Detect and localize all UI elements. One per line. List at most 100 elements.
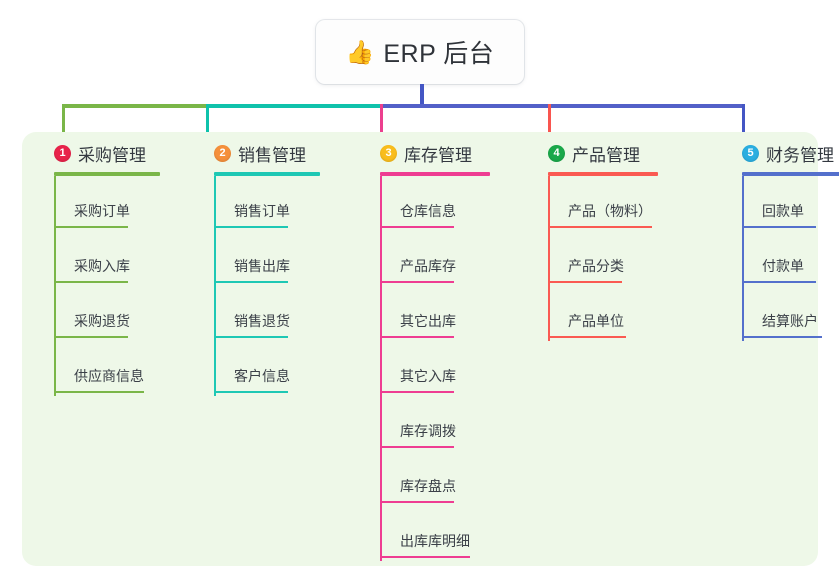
branch-items: 回款单付款单结算账户 [728, 176, 839, 341]
connector-bar-segment-blue [380, 104, 744, 108]
branch-item-label: 付款单 [762, 258, 804, 274]
branch-item-label: 产品单位 [568, 313, 624, 329]
branch-item-label: 结算账户 [762, 313, 818, 329]
branch-number-badge: 3 [380, 144, 397, 162]
branch-spine [548, 176, 550, 341]
branch-spine [742, 176, 744, 341]
branch-item-label: 销售出库 [234, 258, 290, 274]
branch-item[interactable]: 产品单位 [534, 286, 714, 341]
branch-column-5: 5 财务管理回款单付款单结算账户 [728, 140, 839, 341]
root-node-title: ERP 后台 [383, 40, 495, 68]
branch-spine [54, 176, 56, 396]
branch-item-rule [214, 391, 288, 393]
branch-item-rule [548, 281, 622, 283]
branch-drop-connector-1 [62, 104, 65, 146]
branch-item-label: 产品分类 [568, 258, 624, 274]
branch-header-rule [380, 172, 490, 176]
branch-item-label: 其它入库 [400, 368, 456, 384]
branch-item[interactable]: 产品（物料） [534, 176, 714, 231]
branch-spine [380, 176, 382, 561]
branch-item[interactable]: 库存盘点 [366, 451, 536, 506]
branch-item[interactable]: 供应商信息 [40, 341, 200, 396]
root-node[interactable]: 👍 ERP 后台 [316, 20, 524, 84]
branch-items: 产品（物料） 产品分类产品单位 [534, 176, 714, 341]
branch-item-rule [54, 336, 128, 338]
branch-spine [214, 176, 216, 396]
branches-panel [22, 132, 818, 566]
branch-item-label: 采购入库 [74, 258, 130, 274]
branch-header-rule [214, 172, 320, 176]
branch-item-rule [214, 336, 288, 338]
branch-title: 财务管理 [766, 145, 834, 165]
branch-item-label: 产品库存 [400, 258, 456, 274]
branch-drop-connector-2 [206, 104, 209, 146]
branch-item[interactable]: 仓库信息 [366, 176, 536, 231]
branch-item-rule [548, 226, 652, 228]
branch-items: 仓库信息产品库存其它出库其它入库库存调拨库存盘点出库库明细 [366, 176, 536, 561]
branch-item[interactable]: 产品分类 [534, 231, 714, 286]
branch-item[interactable]: 采购退货 [40, 286, 200, 341]
branch-item-label: 回款单 [762, 203, 804, 219]
branch-header-rule [548, 172, 658, 176]
branch-number-badge: 4 [548, 144, 565, 162]
connector-bar-segment-green [62, 104, 208, 108]
branch-column-4: 4 产品管理产品（物料） 产品分类产品单位 [534, 140, 714, 341]
root-node-content: 👍 ERP 后台 [346, 34, 495, 70]
branch-item-label: 产品（物料） [568, 203, 652, 219]
branch-item-label: 其它出库 [400, 313, 456, 329]
branch-drop-connector-5 [742, 104, 745, 146]
branch-item[interactable]: 回款单 [728, 176, 839, 231]
branch-item-label: 销售订单 [234, 203, 290, 219]
branch-item[interactable]: 出库库明细 [366, 506, 536, 561]
branch-number-badge: 5 [742, 144, 759, 162]
branch-title: 产品管理 [572, 145, 640, 165]
branch-header-5[interactable]: 5 财务管理 [728, 140, 839, 166]
branch-title: 库存管理 [404, 145, 472, 165]
branch-header-rule [54, 172, 160, 176]
branch-header-4[interactable]: 4 产品管理 [534, 140, 714, 166]
branch-item[interactable]: 采购订单 [40, 176, 200, 231]
branch-item[interactable]: 客户信息 [200, 341, 365, 396]
branch-item[interactable]: 产品库存 [366, 231, 536, 286]
branch-item[interactable]: 结算账户 [728, 286, 839, 341]
branch-drop-connector-4 [548, 104, 551, 146]
branch-item[interactable]: 库存调拨 [366, 396, 536, 451]
branch-item-label: 库存调拨 [400, 423, 456, 439]
connector-bar-segment-teal [206, 104, 382, 108]
branch-item[interactable]: 销售退货 [200, 286, 365, 341]
branch-item-rule [54, 281, 128, 283]
branch-drop-connector-3 [380, 104, 383, 146]
branch-item[interactable]: 其它出库 [366, 286, 536, 341]
branch-item[interactable]: 采购入库 [40, 231, 200, 286]
branch-column-3: 3 库存管理仓库信息产品库存其它出库其它入库库存调拨库存盘点出库库明细 [366, 140, 536, 561]
branch-item-rule [742, 336, 822, 338]
branch-item-rule [548, 336, 626, 338]
branch-item[interactable]: 销售出库 [200, 231, 365, 286]
branch-header-3[interactable]: 3 库存管理 [366, 140, 536, 166]
branch-item-label: 销售退货 [234, 313, 290, 329]
branch-item[interactable]: 销售订单 [200, 176, 365, 231]
branch-item-rule [380, 556, 470, 558]
root-stem-connector [420, 84, 424, 107]
branch-number-badge: 2 [214, 144, 231, 162]
branch-item-label: 客户信息 [234, 368, 290, 384]
branch-item[interactable]: 其它入库 [366, 341, 536, 396]
branch-item-label: 供应商信息 [74, 368, 144, 384]
branch-item-rule [214, 281, 288, 283]
branch-item-rule [54, 226, 128, 228]
branch-items: 采购订单采购入库采购退货供应商信息 [40, 176, 200, 396]
thumbs-up-icon: 👍 [345, 38, 375, 65]
branch-item-label: 库存盘点 [400, 478, 456, 494]
branch-item-rule [214, 226, 288, 228]
branch-item-rule [742, 281, 816, 283]
branch-item-rule [380, 281, 454, 283]
branch-item-label: 仓库信息 [400, 203, 456, 219]
branch-item-rule [380, 446, 454, 448]
branch-item-label: 出库库明细 [400, 533, 470, 549]
branch-item-rule [380, 391, 454, 393]
branch-item[interactable]: 付款单 [728, 231, 839, 286]
